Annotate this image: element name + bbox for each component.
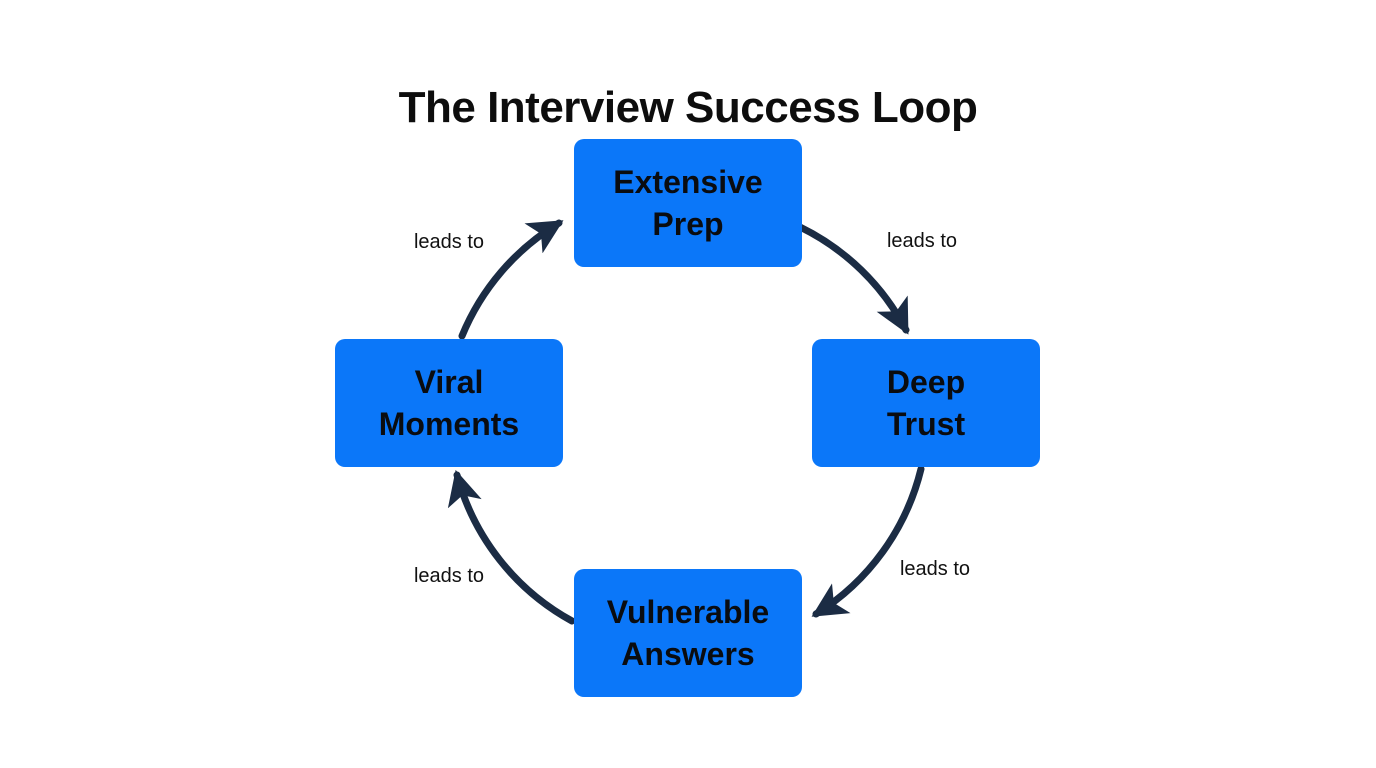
arrow-trust-to-answers <box>811 465 925 618</box>
node-label: Extensive Prep <box>613 164 763 242</box>
edge-label-answers-to-moments: leads to <box>413 565 485 587</box>
node-label: Viral Moments <box>378 364 520 442</box>
node-vulnerable-answers: Vulnerable Answers <box>574 569 802 697</box>
page-title: The Interview Success Loop <box>398 83 978 133</box>
node-label: Vulnerable Answers <box>606 594 770 672</box>
arrow-answers-to-moments <box>447 469 576 625</box>
node-deep-trust: Deep Trust <box>812 339 1040 467</box>
edge-label-trust-to-answers: leads to <box>899 558 971 580</box>
edge-label-moments-to-prep: leads to <box>413 231 485 253</box>
edge-label-prep-to-trust: leads to <box>886 230 958 252</box>
node-viral-moments: Viral Moments <box>335 339 563 467</box>
node-label: Deep Trust <box>886 364 966 442</box>
node-extensive-prep: Extensive Prep <box>574 139 802 267</box>
